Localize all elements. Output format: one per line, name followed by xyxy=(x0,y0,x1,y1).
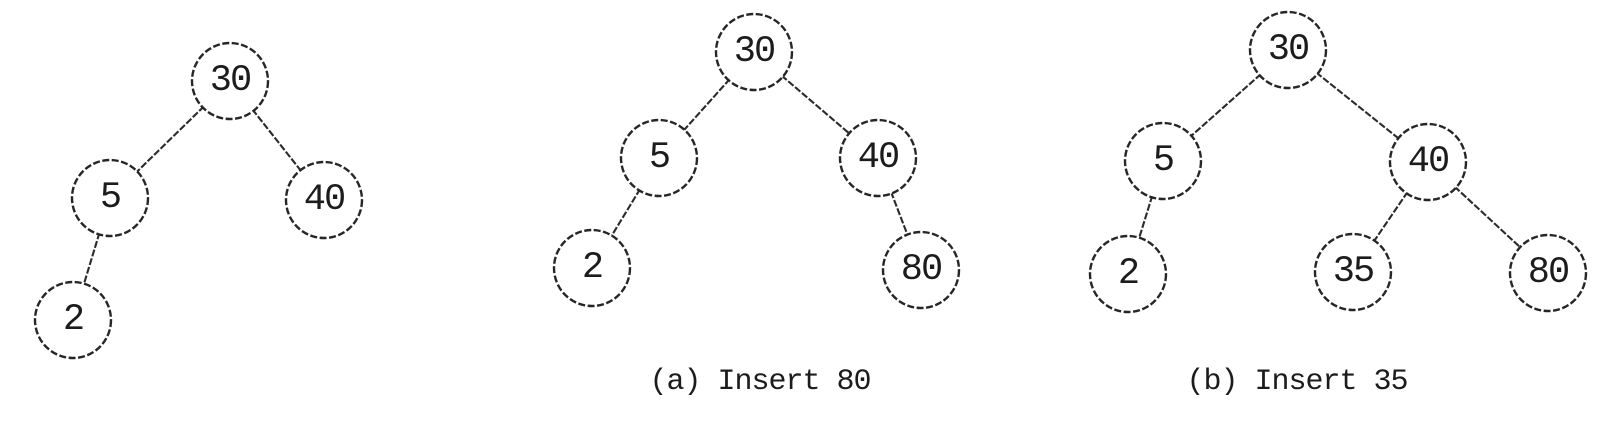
tree-node-label-30: 30 xyxy=(1268,29,1308,71)
tree-node-circle-35 xyxy=(1313,232,1393,312)
tree-node-circle-2 xyxy=(552,228,632,308)
tree-node-circle-80 xyxy=(1508,233,1588,313)
tree-node-label-30: 30 xyxy=(734,31,774,73)
tree-node-label-5: 5 xyxy=(649,137,669,179)
tree-node-label-2: 2 xyxy=(63,299,83,341)
tree-node-circle-80 xyxy=(881,230,961,310)
tree-node-label-40: 40 xyxy=(304,179,344,221)
tree-node-label-40: 40 xyxy=(858,137,898,179)
tree-node-label-80: 80 xyxy=(901,249,941,291)
tree-node-circle-30 xyxy=(714,12,794,92)
tree-after-insert-35-caption: (b) Insert 35 xyxy=(1186,365,1407,399)
tree-node-label-80: 80 xyxy=(1528,252,1568,294)
tree-node-circle-40 xyxy=(284,160,364,240)
tree-node-circle-40 xyxy=(1388,122,1468,202)
initial-tree: 30 5 40 2 xyxy=(33,41,364,360)
tree-after-insert-80-caption: (a) Insert 80 xyxy=(649,365,870,399)
tree-node-circle-5 xyxy=(70,158,150,238)
tree-after-insert-80: 30 5 40 2 80 (a) Insert 80 xyxy=(552,12,961,399)
tree-node-circle-30 xyxy=(190,41,270,121)
tree-node-circle-2 xyxy=(1088,234,1168,314)
tree-node-label-30: 30 xyxy=(210,60,250,102)
tree-node-label-2: 2 xyxy=(1118,253,1138,295)
tree-node-label-5: 5 xyxy=(1153,140,1173,182)
tree-node-circle-2 xyxy=(33,280,113,360)
tree-node-circle-5 xyxy=(619,118,699,198)
tree-node-circle-5 xyxy=(1123,121,1203,201)
tree-node-label-2: 2 xyxy=(582,247,602,289)
tree-after-insert-35: 30 5 40 2 35 80 (b) Insert 35 xyxy=(1088,10,1588,399)
tree-node-label-40: 40 xyxy=(1408,141,1448,183)
tree-node-label-35: 35 xyxy=(1333,251,1373,293)
tree-node-label-5: 5 xyxy=(100,177,120,219)
tree-node-circle-30 xyxy=(1248,10,1328,90)
tree-node-circle-40 xyxy=(838,118,918,198)
